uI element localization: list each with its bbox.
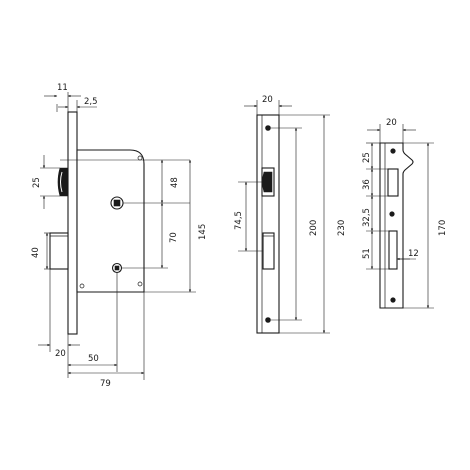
dim-faceplate-length: 230 (337, 220, 347, 236)
faceplate-latch (262, 171, 273, 193)
dim-latch-to-follower: 48 (170, 177, 180, 188)
dim-body-height: 145 (198, 224, 208, 240)
dim-faceplate-thickness: 2,5 (84, 97, 98, 107)
dim-strike-bolt-width: 12 (408, 249, 419, 259)
faceplate (256, 114, 280, 334)
dim-strike-width: 20 (386, 118, 397, 128)
latch-bolt (57, 167, 69, 197)
dim-strike-top-offset: 25 (362, 152, 372, 163)
dead-bolt (49, 232, 69, 270)
follower-square (113, 199, 121, 207)
dim-faceplate-width: 11 (57, 83, 68, 93)
faceplate-screw-top (265, 125, 271, 131)
lock-case (76, 149, 145, 293)
case-screw-left (79, 283, 85, 289)
dim-follower-height: 25 (32, 177, 42, 188)
dim-faceplate-view-width: 20 (262, 95, 273, 105)
dim-strike-gap: 32,5 (362, 208, 372, 227)
strike-screw-top (390, 148, 396, 154)
cylinder-square (114, 265, 120, 271)
faceplate-screw-bottom (265, 317, 271, 323)
strike-latch-opening (387, 168, 399, 197)
faceplate-view: 20 74,5 200 230 (234, 95, 347, 334)
dim-follower-to-cylinder: 70 (169, 232, 179, 243)
strike-screw-bottom (390, 297, 396, 303)
strike-screw-mid (389, 211, 395, 217)
lock-faceplate (67, 111, 78, 335)
dim-backset: 50 (88, 354, 99, 364)
strike-view: 20 25 36 32,5 51 12 170 (362, 118, 448, 309)
latch-highlight (60, 171, 63, 193)
dim-slot-distance: 74,5 (234, 211, 244, 230)
lock-body-view: 11 2,5 25 40 48 70 145 (31, 83, 208, 389)
dim-body-depth: 79 (100, 379, 111, 389)
case-screw-bottom (137, 281, 143, 287)
dim-bolt-height: 40 (31, 247, 41, 258)
dim-strike-length: 170 (438, 220, 448, 236)
dim-screw-distance: 200 (309, 220, 319, 236)
strike-bolt-opening (388, 230, 398, 270)
dim-strike-latch-opening: 36 (362, 179, 372, 190)
dim-strike-bolt-opening: 51 (362, 248, 372, 259)
faceplate-bolt-slot (262, 232, 275, 270)
dim-bolt-throw: 20 (55, 349, 66, 359)
